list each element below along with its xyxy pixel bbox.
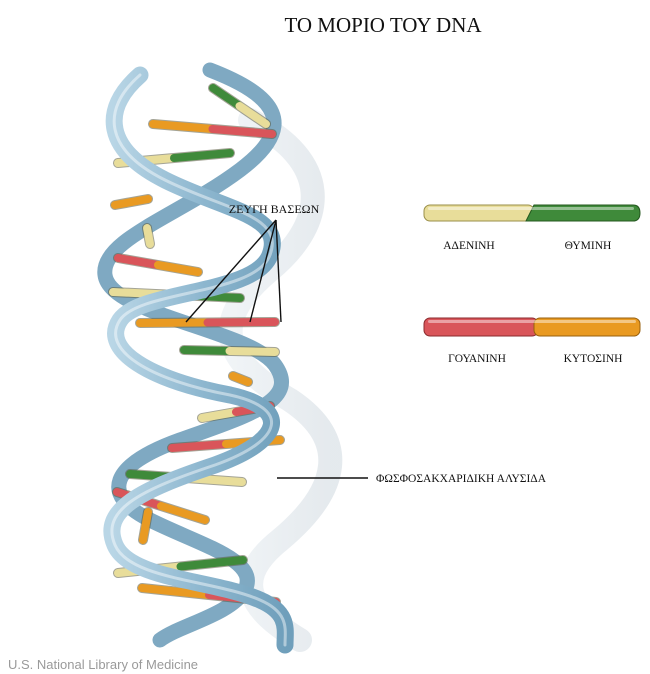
label-base-pairs: ΖΕΥΓΗ ΒΑΣΕΩΝ [229, 202, 320, 216]
base-pair-rung [233, 376, 248, 382]
diagram-title: ΤΟ ΜΟΡΙΟ ΤΟΥ DNA [284, 13, 482, 37]
base-pair-rung [143, 512, 148, 540]
base-pair-rung [118, 258, 198, 272]
legend-label-cytosine: ΚΥΤΟΣΙΝΗ [564, 353, 623, 365]
credit-text: U.S. National Library of Medicine [8, 657, 198, 672]
base-pair-rung [184, 350, 275, 352]
base-pair-rung [115, 199, 148, 205]
legend-label-adenine: ΑΔΕΝΙΝΗ [443, 240, 494, 252]
legend-adenine-thymine: ΑΔΕΝΙΝΗ ΘΥΜΙΝΗ [424, 205, 640, 252]
label-backbone: ΦΩΣΦΟΣΑΚΧΑΡΙΔΙΚΗ ΑΛΥΣΙΔΑ [376, 473, 547, 485]
base-pair-rung [140, 322, 275, 323]
legend-guanine-cytosine: ΓΟΥΑΝΙΝΗ ΚΥΤΟΣΙΝΗ [424, 318, 640, 365]
legend-label-thymine: ΘΥΜΙΝΗ [565, 240, 612, 252]
legend-label-guanine: ΓΟΥΑΝΙΝΗ [448, 353, 506, 365]
base-pair-rung [147, 228, 150, 244]
